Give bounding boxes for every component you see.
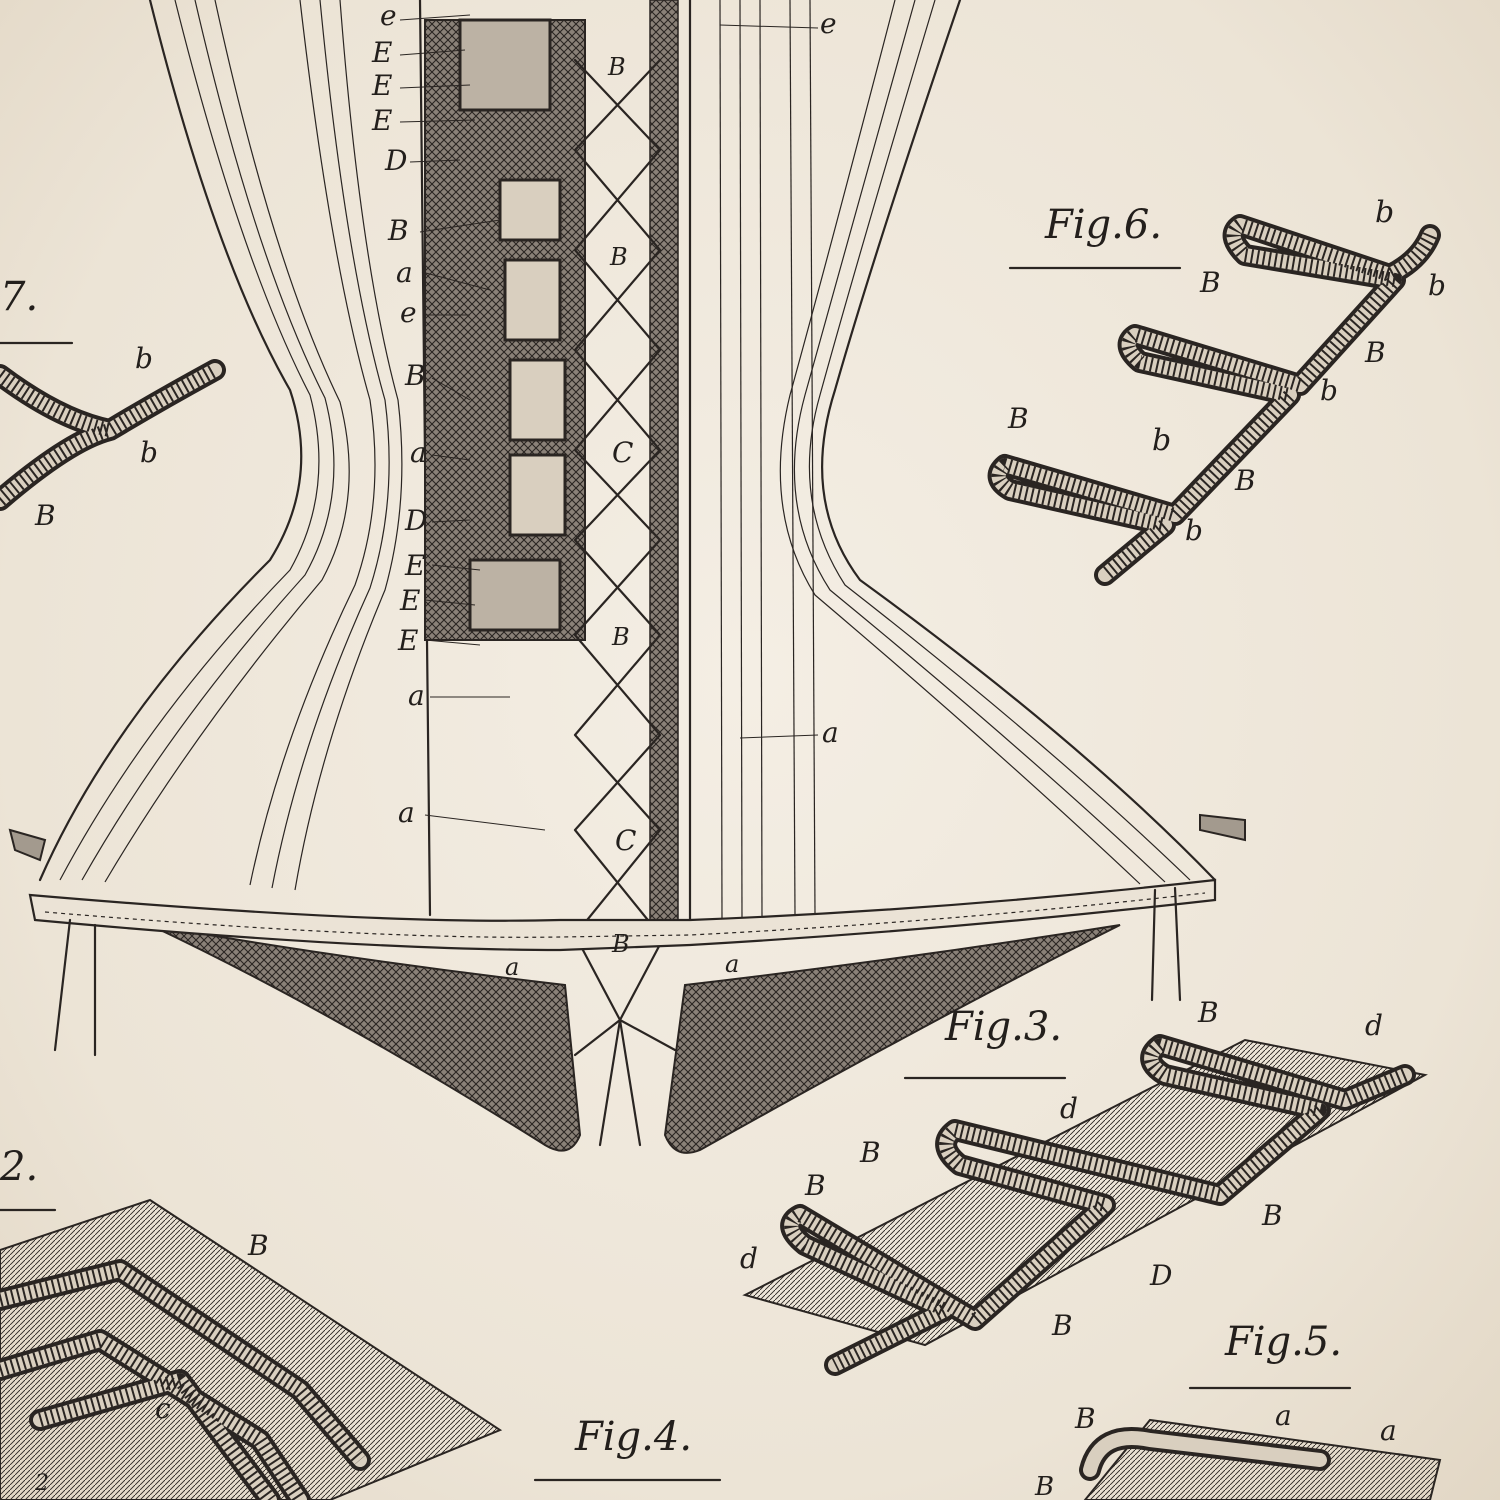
fig5-label-B1: B: [1074, 1402, 1096, 1435]
label-main-D2: D: [404, 504, 427, 537]
label-main-B-r1: B: [607, 53, 626, 81]
fig6-label-b4: b: [1152, 423, 1171, 458]
fig4-title: Fig.4.: [574, 1414, 692, 1460]
label-main-E5: E: [399, 584, 420, 617]
label-main-B2: B: [404, 359, 426, 392]
label-main-E3: E: [371, 104, 392, 137]
figure-5: Fig.5. B a a B: [1034, 1319, 1442, 1500]
figure-7: 7. b b B: [0, 274, 226, 532]
fig7-label-B: B: [34, 499, 56, 532]
label-main-E1: E: [371, 36, 392, 69]
fig3-label-d2: d: [1060, 1092, 1078, 1125]
fig3-label-D: D: [1149, 1259, 1172, 1292]
fig6-label-b5: b: [1185, 514, 1203, 547]
label-main-B-r2: B: [609, 243, 628, 271]
fig3-label-B3: B: [804, 1169, 826, 1202]
fig3-label-B2: B: [859, 1136, 881, 1169]
label-main-C2: C: [615, 824, 636, 857]
mesh-gusset-right: [663, 924, 1121, 1154]
fig3-label-d3: d: [740, 1242, 758, 1275]
fig7-title: 7.: [0, 274, 38, 320]
fig2-label-B: B: [247, 1229, 269, 1262]
label-main-e2: e: [400, 296, 417, 329]
right-boning: [719, 0, 1191, 921]
fig5-title: Fig.5.: [1224, 1319, 1342, 1365]
fig5-label-a1: a: [1275, 1399, 1292, 1432]
fig3-label-d1: d: [1365, 1009, 1383, 1042]
fig2-label-2: 2: [34, 1471, 49, 1496]
label-main-E6: E: [397, 624, 418, 657]
bottom-hem: [28, 878, 1217, 952]
fig7-label-b2: b: [140, 436, 158, 469]
label-main-a3: a: [408, 679, 425, 712]
fig6-label-B4: B: [1234, 464, 1256, 497]
fig3-label-B1: B: [1197, 996, 1219, 1029]
fig6-label-b2: b: [1428, 269, 1446, 302]
mesh-gusset: [149, 924, 582, 1152]
fig6-label-b1: b: [1375, 195, 1394, 230]
fig5-label-B2: B: [1034, 1472, 1054, 1500]
fig5-label-a2: a: [1380, 1414, 1397, 1447]
label-main-E2: E: [371, 69, 392, 102]
figure-2: 2. B c 2: [0, 1144, 503, 1500]
label-main-B-r4: B: [611, 930, 630, 958]
fig3-label-B4: B: [1261, 1199, 1283, 1232]
label-main-e1: e: [380, 0, 397, 32]
label-main-a2: a: [410, 436, 427, 469]
left-boning: [59, 0, 403, 891]
fig2-label-c: c: [155, 1392, 171, 1425]
fig6-label-B3: B: [1007, 402, 1029, 435]
fig6-label-b3: b: [1320, 374, 1338, 407]
fig3-label-B5: B: [1051, 1309, 1073, 1342]
label-main-C1: C: [612, 436, 633, 469]
main-right-labels: e B B C B a C B a a: [505, 7, 839, 981]
lacing: [573, 58, 677, 1147]
fig6-title: Fig.6.: [1044, 202, 1162, 248]
label-main-a1: a: [396, 256, 413, 289]
label-main-B-r3: B: [611, 623, 630, 651]
fig6-label-B2: B: [1364, 336, 1386, 369]
fig3-title: Fig.3.: [944, 1004, 1062, 1050]
label-main-E4: E: [404, 549, 425, 582]
label-main-a-bottom-right: a: [725, 950, 739, 978]
label-main-a4: a: [398, 796, 415, 829]
fig7-label-b1: b: [135, 342, 153, 375]
main-left-labels: e E E E D B a e B a D E E E a a: [371, 0, 546, 831]
fig2-title: 2.: [0, 1144, 38, 1190]
corset-drawing: e E E E D B a e B a D E E E a a e B B C …: [8, 0, 1246, 1154]
fig6-label-B1: B: [1199, 266, 1221, 299]
label-main-a-right: a: [822, 716, 839, 749]
label-main-a-bottom-left: a: [505, 953, 519, 981]
figure-4: Fig.4.: [533, 1414, 722, 1482]
label-main-e-right: e: [820, 7, 837, 40]
label-main-D1: D: [384, 144, 407, 177]
label-main-B1: B: [387, 214, 409, 247]
figure-3: Fig.3. B d d B B B d D B: [740, 996, 1428, 1376]
figure-6: Fig.6. b B b B B b b B b: [987, 195, 1446, 586]
